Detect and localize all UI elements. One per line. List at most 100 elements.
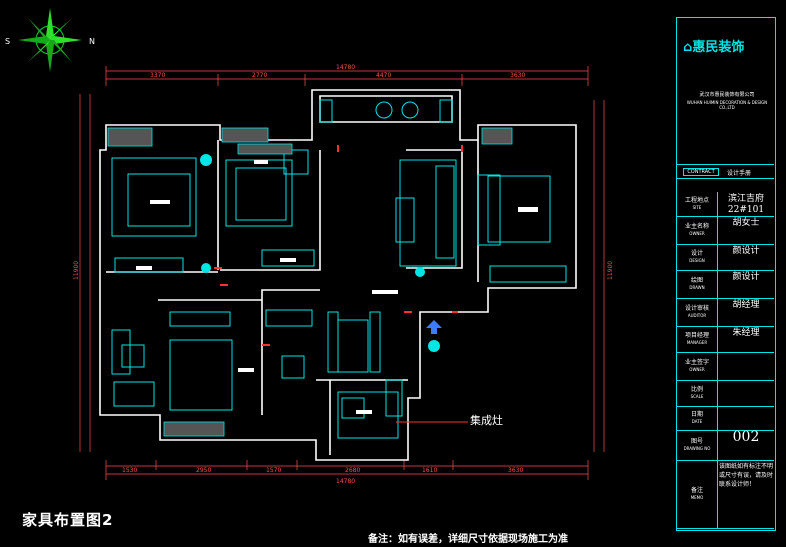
row-label-en: AUDITOR [687,313,707,318]
row-label-en: SCALE [690,394,704,399]
row-label-en: OWNER [689,231,705,236]
title-block-row-divider [677,352,774,353]
row-label-cn: 工程地点 [684,197,709,204]
title-block-column-divider [717,352,718,380]
dim-top-3: 4470 [376,72,391,79]
row-label-cn: 设计审核 [684,305,709,312]
row-label-en: DRAWING NO [683,446,711,451]
title-block-column-divider [717,380,718,406]
title-block-row-divider [677,380,774,381]
row-label-cn: 业主签字 [684,359,709,366]
title-block-row-divider [677,216,774,217]
dim-top-2: 2770 [252,72,267,79]
title-block-row-value: 颜设计 [732,272,760,282]
title-block: ⌂惠民装饰 武汉市惠民装饰有限公司 WUHAN HUIMIN DECORATIO… [676,17,776,531]
company-name-en: WUHAN HUIMIN DECORATION & DESIGN CO.,LTD [686,100,768,110]
title-block-row-value: 朱经理 [732,328,760,338]
row-label-en: OWNER [689,367,705,372]
row-label-en: SITE [692,205,702,210]
row-label-cn: 比例 [690,386,703,393]
title-block-row-divider [677,244,774,245]
title-block-row-value: 颜设计 [732,246,760,256]
dim-top-total: 14780 [336,64,355,71]
dim-bottom-4: 2680 [345,467,360,474]
row-label-cn: 项目经理 [684,332,709,339]
company-logo: ⌂惠民装饰 [683,36,769,56]
wardrobe-hatch [107,127,513,437]
door-markers [214,145,463,346]
title-block-column-divider [717,430,718,460]
plant-icons [200,154,440,352]
compass-right-label: N [89,37,95,46]
north-compass-icon [18,8,82,72]
title-block-column-divider [717,460,718,528]
title-block-column-divider [717,406,718,430]
title-block-row-divider [677,460,774,461]
compass-left-label: S [5,37,10,46]
row-label-cn: 图号 [690,438,703,445]
title-block-row-divider [677,270,774,271]
row-label-cn: 日期 [690,411,703,418]
title-block-column-divider [717,244,718,270]
dim-left-total: 11900 [73,261,80,280]
dim-bottom-6: 3630 [508,467,523,474]
callout-integrated-stove: 集成灶 [470,414,503,427]
title-block-row-divider [677,298,774,299]
dim-top-4: 3630 [510,72,525,79]
house-logo-icon: ⌂ [683,40,693,55]
row-label-en: DATE [691,419,703,424]
dim-top-1: 3370 [150,72,165,79]
walls [99,89,577,461]
title-block-column-divider [717,298,718,326]
title-block-row-value: 胡女士 [732,218,760,228]
title-block-row-value: 该图纸如有标注不明或尺寸有误，请及时联系设计师！ [719,463,774,488]
company-name-cn: 武汉市惠民装饰有限公司 [699,92,755,98]
title-block-column-divider [717,270,718,298]
title-block-row-value: 002 [732,429,760,445]
title-block-row-divider [677,406,774,407]
row-label-en: MANAGER [686,340,708,345]
row-label-en: MEMO [690,495,704,500]
floor-plan: S N 3370 2770 4470 3630 14780 1530 2950 … [5,8,614,485]
title-block-row-divider [677,430,774,431]
dim-bottom-1: 1530 [122,467,137,474]
row-label-cn: 备注 [690,487,703,494]
dim-bottom-total: 14780 [336,478,355,485]
drawing-note: 备注：如有误差，详细尺寸依据现场施工为准 [368,534,568,545]
title-block-column-divider [717,192,718,216]
dim-right-total: 11900 [607,261,614,280]
entrance-arrow-icon [426,320,442,334]
dim-bottom-3: 1570 [266,467,281,474]
top-dimension-lines [79,66,605,480]
title-block-row-divider [677,528,774,529]
title-block-column-divider [717,216,718,244]
contract-value: 设计手册 [727,170,752,177]
dim-bottom-5: 1610 [422,467,437,474]
title-block-row-value: 滨江吉府 22#101 [727,194,765,215]
title-block-column-divider [717,326,718,352]
row-label-en: DRAWN [689,285,705,290]
contract-label: CONTRACT [683,168,719,176]
row-label-cn: 绘图 [690,277,703,284]
row-label-en: DESIGN [689,258,705,263]
furniture-outlines [111,99,567,439]
logo-text: 惠民装饰 [692,40,745,55]
room-labels [136,160,538,414]
dim-bottom-2: 2950 [196,467,211,474]
row-label-cn: 设计 [690,250,703,257]
title-block-row-value: 胡经理 [732,300,760,310]
title-block-row-divider [677,326,774,327]
drawing-title: 家具布置图2 [22,511,114,529]
row-label-cn: 业主名称 [684,223,709,230]
